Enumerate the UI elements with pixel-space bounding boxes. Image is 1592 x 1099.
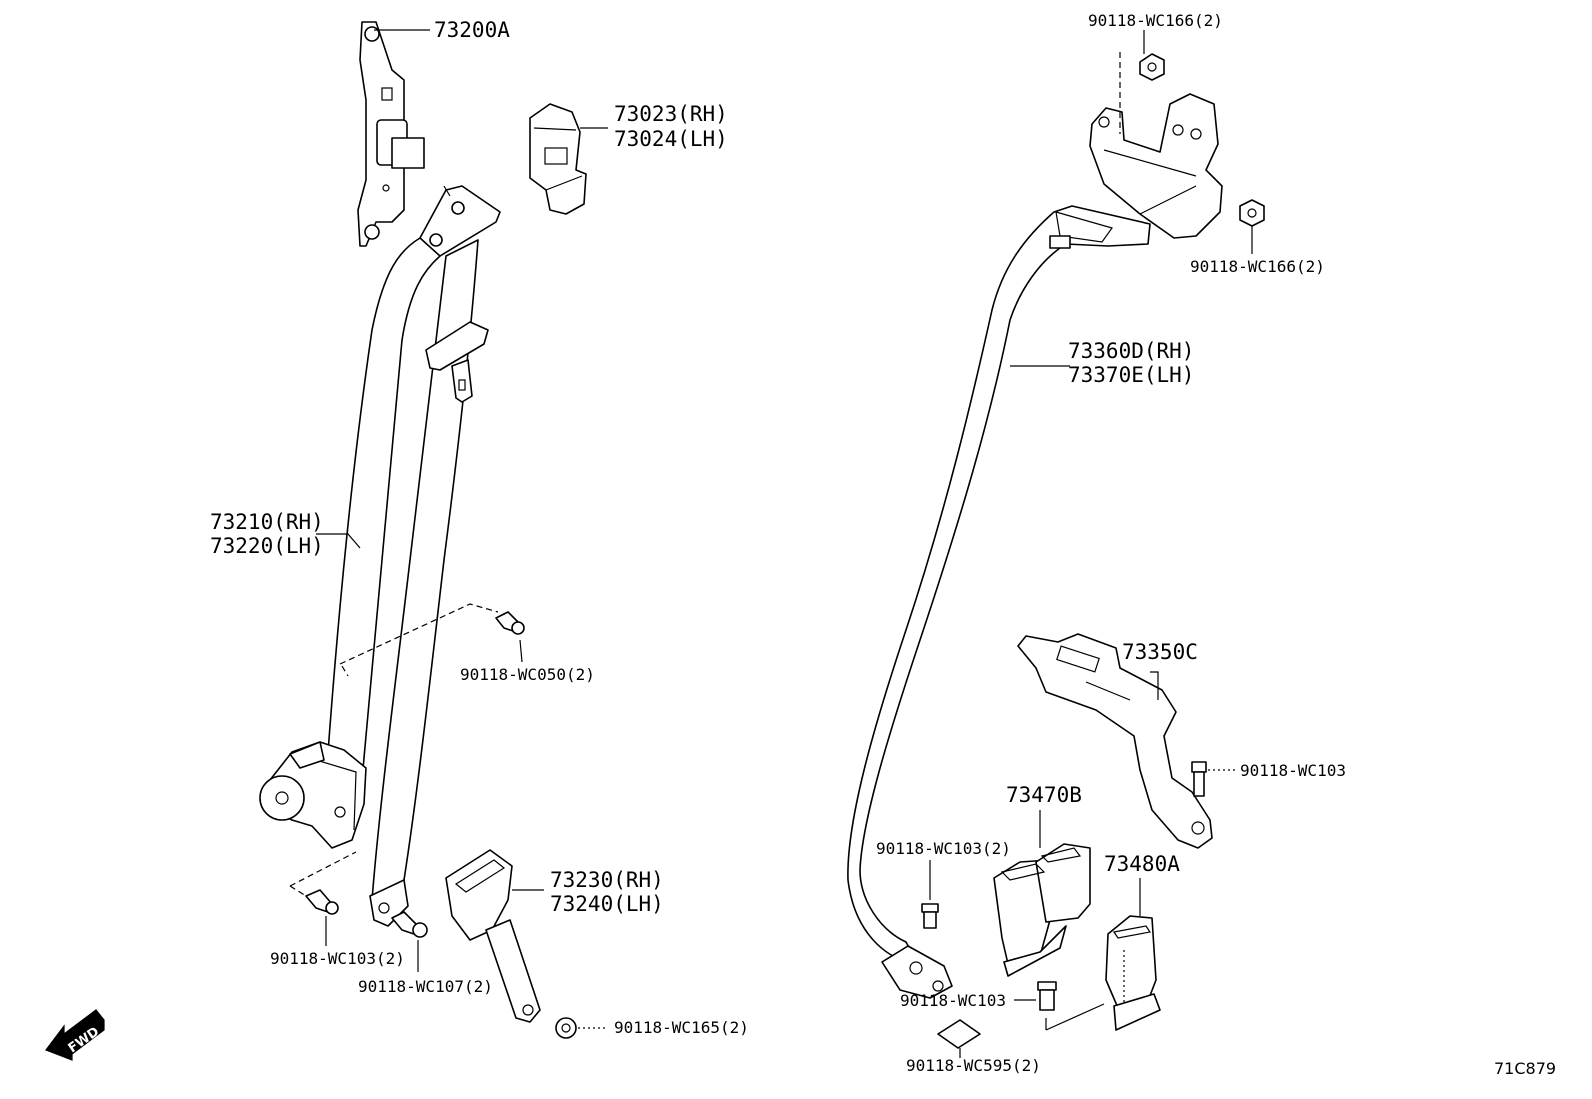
label-wc103-left: 90118-WC103(2) [270,949,405,968]
part-wc595-pad [937,1019,981,1049]
label-73023: 73023(RH) [614,102,728,126]
label-wc166-top: 90118-WC166(2) [1088,11,1223,30]
label-wc103-right: 90118-WC103 [1240,761,1346,780]
label-73350c: 73350C [1122,640,1198,664]
label-73220: 73220(LH) [210,534,324,558]
label-73024: 73024(LH) [614,127,728,151]
label-73360d: 73360D(RH) [1068,339,1194,363]
fwd-arrow-icon: FWD [45,1009,105,1061]
label-73240: 73240(LH) [550,892,664,916]
bolt-wc103-mid [921,903,939,929]
nut-wc166-right [1239,199,1265,227]
label-wc595: 90118-WC595(2) [906,1056,1041,1075]
labels: 73200A 73023(RH) 73024(LH) 73210(RH) 732… [210,11,1556,1078]
part-73470b-buckle [993,843,1091,977]
part-73230-buckle [445,849,541,1023]
diagram-code: 71C879 [1494,1059,1556,1078]
part-73023-cover [529,103,587,215]
label-73480a: 73480A [1104,852,1180,876]
label-73230: 73230(RH) [550,868,664,892]
bolt-wc107 [391,911,428,938]
label-wc107: 90118-WC107(2) [358,977,493,996]
bolt-wc050 [495,611,525,635]
part-73480a-buckle [1105,915,1161,1031]
part-right-lower-anchor [881,945,953,999]
label-wc103-bottom: 90118-WC103 [900,991,1006,1010]
part-73200a-bracket [357,21,425,247]
label-73210: 73210(RH) [210,510,324,534]
bolt-wc103-bottom [1037,981,1057,1011]
part-73350c-stay [1017,633,1213,849]
bolt-wc103-left [305,889,339,915]
nut-wc166-top [1139,53,1165,81]
label-wc050: 90118-WC050(2) [460,665,595,684]
leader-lines-right [929,30,1253,1058]
bolt-wc103-right [1191,761,1207,797]
leader-lines-left [289,29,608,1029]
part-73360d-belt [847,205,1151,965]
label-73470b: 73470B [1006,783,1082,807]
label-wc103-mid: 90118-WC103(2) [876,839,1011,858]
nut-wc165 [555,1017,577,1039]
part-shoulder-anchor [419,185,501,257]
part-lower-retractor [259,741,367,849]
label-wc166-right: 90118-WC166(2) [1190,257,1325,276]
label-73370e: 73370E(LH) [1068,363,1194,387]
part-upper-retractor [1089,93,1223,239]
label-73200a: 73200A [434,18,510,42]
label-wc165: 90118-WC165(2) [614,1018,749,1037]
